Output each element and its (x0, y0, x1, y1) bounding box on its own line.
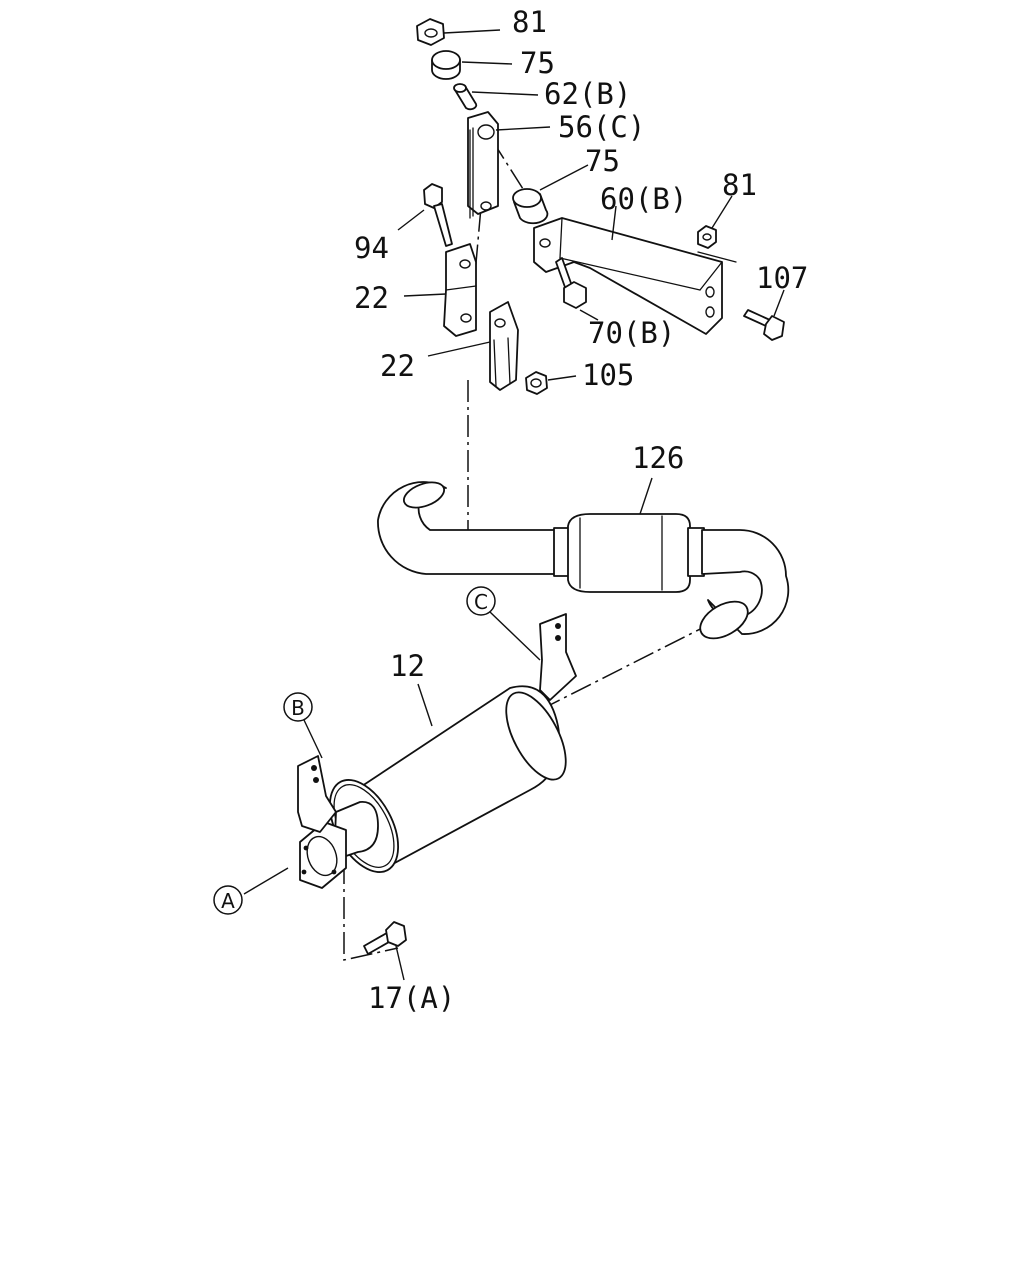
bracket-22-lower (489, 301, 519, 391)
callout-75-top: 75 (520, 46, 555, 80)
circle-reference-a: A (213, 885, 243, 915)
callout-75-mid: 75 (585, 144, 620, 178)
collar-62b (453, 83, 478, 111)
bolt-17a (363, 921, 407, 955)
callout-56c: 56(C) (558, 110, 645, 144)
callout-107: 107 (756, 261, 808, 295)
bracket-60b (533, 217, 737, 335)
callout-81-right: 81 (722, 168, 757, 202)
nut-105 (525, 371, 548, 395)
callout-12: 12 (390, 649, 425, 683)
rubber-bushing-75-mid (512, 188, 549, 225)
callout-70b: 70(B) (588, 316, 675, 350)
callout-22-lower: 22 (380, 349, 415, 383)
bracket-22-upper (443, 243, 477, 337)
circle-reference-a-label: A (221, 889, 235, 913)
bolt-70b (555, 257, 587, 309)
nut-81-top (416, 18, 445, 46)
nut-81-right (697, 225, 717, 249)
exhaust-pipe-126 (377, 481, 790, 640)
rubber-bushing-75-top (431, 50, 461, 80)
circle-reference-c: C (466, 586, 496, 616)
leader-lines (243, 29, 785, 981)
callout-105: 105 (582, 358, 634, 392)
muffler-12 (297, 613, 577, 889)
circle-reference-b-label: B (291, 696, 305, 720)
callout-126: 126 (632, 441, 684, 475)
circle-reference-c-label: C (474, 590, 488, 614)
callout-94: 94 (354, 231, 389, 265)
callout-60b: 60(B) (600, 182, 687, 216)
bolt-107 (743, 309, 785, 341)
callout-17a: 17(A) (368, 981, 455, 1015)
callout-62b: 62(B) (544, 77, 631, 111)
hanger-bracket-56c (467, 111, 499, 219)
circle-reference-b: B (283, 692, 313, 722)
callout-81-top: 81 (512, 5, 547, 39)
callout-labels: 81 75 62(B) 56(C) 75 60(B) 81 107 94 22 … (354, 5, 808, 1015)
callout-22-upper: 22 (354, 281, 389, 315)
bolt-94 (423, 183, 453, 247)
